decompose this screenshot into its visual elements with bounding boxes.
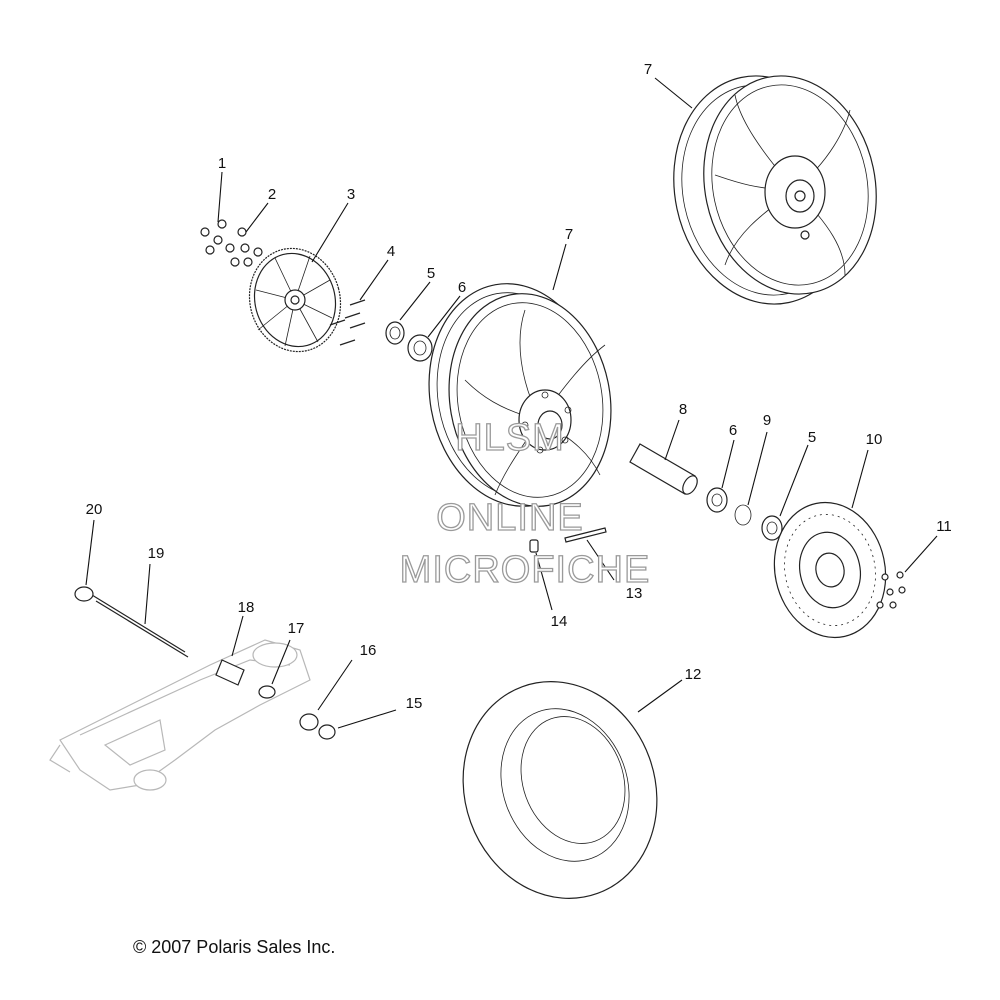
rear-wheel-lower xyxy=(428,283,612,507)
callout-9: 9 xyxy=(763,412,771,429)
disc-bolts xyxy=(876,571,906,609)
seal-bearing-right xyxy=(706,487,783,541)
callout-12: 12 xyxy=(685,666,702,683)
callout-2: 2 xyxy=(268,186,276,203)
callout-6-right: 6 xyxy=(729,422,737,439)
callout-16: 16 xyxy=(360,642,377,659)
callout-3: 3 xyxy=(347,186,355,203)
callout-14: 14 xyxy=(551,613,568,630)
rear-wheel-upper xyxy=(673,75,877,305)
spacer-tube xyxy=(629,443,698,495)
callout-6-left: 6 xyxy=(458,279,466,296)
callout-7-upper: 7 xyxy=(644,61,652,78)
callout-8: 8 xyxy=(679,401,687,418)
sprocket-nuts xyxy=(200,219,263,267)
studs xyxy=(329,299,366,346)
callout-18: 18 xyxy=(238,599,255,616)
callout-5-left: 5 xyxy=(427,265,435,282)
watermark-line-3: MICROFICHE xyxy=(400,549,651,591)
callout-15: 15 xyxy=(406,695,423,712)
axle-parts xyxy=(74,586,336,740)
callout-11: 11 xyxy=(936,518,952,535)
tire xyxy=(462,681,658,899)
callout-7-lower: 7 xyxy=(565,226,573,243)
brake-disc xyxy=(773,501,887,639)
swingarm-ghost xyxy=(49,639,311,791)
watermark-line-2: ONLINE xyxy=(436,497,583,539)
callout-17: 17 xyxy=(288,620,305,637)
sprocket xyxy=(248,247,342,353)
valve-parts xyxy=(529,527,607,553)
callout-4: 4 xyxy=(387,243,395,260)
seal-bearing-left xyxy=(385,321,433,362)
callout-19: 19 xyxy=(148,545,165,562)
callout-labels: 1 2 3 4 5 6 7 7 8 6 9 5 10 11 12 13 14 1… xyxy=(86,61,952,712)
watermark: HLSM ONLINE MICROFICHE xyxy=(399,416,651,591)
callout-1: 1 xyxy=(218,155,226,172)
callout-13: 13 xyxy=(626,585,643,602)
watermark-line-1: HLSM xyxy=(455,417,565,459)
callout-5-right: 5 xyxy=(808,429,816,446)
copyright-text: © 2007 Polaris Sales Inc. xyxy=(133,937,335,957)
callout-10: 10 xyxy=(866,431,883,448)
leader-lines xyxy=(85,77,938,729)
callout-20: 20 xyxy=(86,501,103,518)
